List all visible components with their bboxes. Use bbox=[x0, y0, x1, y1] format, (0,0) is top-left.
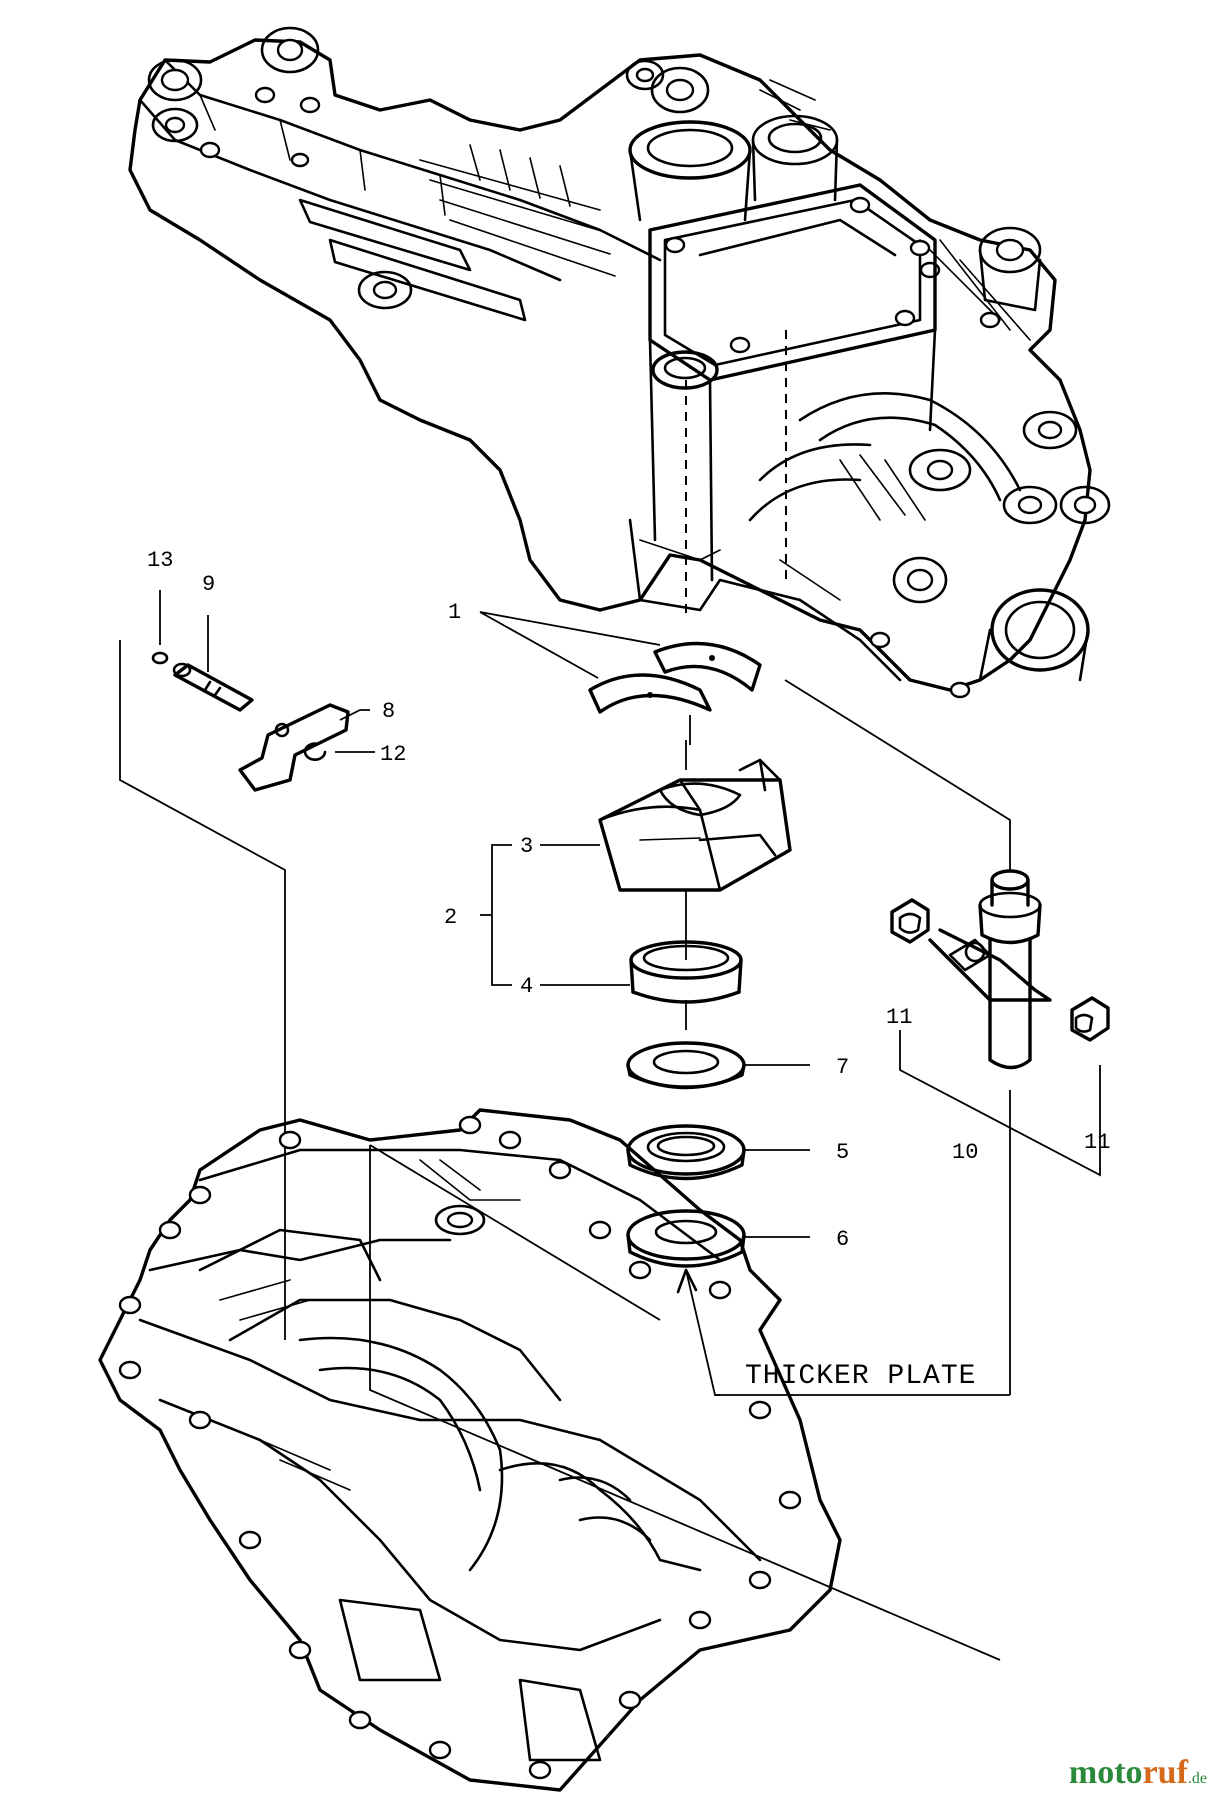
part-4-ring bbox=[629, 940, 743, 1004]
watermark-part-3: .de bbox=[1187, 1770, 1207, 1787]
lower-housing bbox=[98, 1108, 842, 1792]
label-part-11-left: 11 bbox=[886, 1005, 912, 1030]
part-1-bearing-halves bbox=[479, 611, 762, 745]
lower-assembly-lines bbox=[369, 1144, 1001, 1661]
label-part-9: 9 bbox=[202, 572, 215, 597]
part-10-control-shaft bbox=[784, 679, 1052, 1395]
upper-housing bbox=[128, 26, 1111, 699]
label-part-13: 13 bbox=[147, 548, 173, 573]
assembly-axis-lines bbox=[685, 330, 787, 1030]
label-part-6: 6 bbox=[836, 1227, 849, 1252]
leaders-8-9-13 bbox=[119, 590, 286, 1340]
watermark-part-2: ruf bbox=[1142, 1754, 1188, 1791]
part-9-pin bbox=[172, 662, 254, 712]
thicker-plate-note: THICKER PLATE bbox=[745, 1361, 976, 1392]
part-number-labels: 1 2 3 4 5 6 7 8 9 10 11 11 12 13 THICKER… bbox=[147, 548, 1110, 1392]
part-3-swash-block bbox=[598, 758, 792, 892]
label-part-2: 2 bbox=[444, 905, 457, 930]
bracket-10-11 bbox=[899, 1030, 1101, 1177]
part-5-thrust-bearing bbox=[626, 1124, 746, 1181]
part-12-e-clip bbox=[303, 742, 375, 761]
part-8-lever-plate bbox=[238, 703, 370, 792]
part-6-thick-plate bbox=[626, 1209, 746, 1268]
label-part-4: 4 bbox=[520, 974, 533, 999]
label-part-10: 10 bbox=[952, 1140, 978, 1165]
part-13-o-ring bbox=[151, 651, 169, 665]
watermark-part-1: moto bbox=[1068, 1754, 1143, 1791]
label-part-8: 8 bbox=[382, 699, 395, 724]
label-part-12: 12 bbox=[380, 742, 406, 767]
label-part-11-right: 11 bbox=[1084, 1130, 1110, 1155]
label-part-7: 7 bbox=[836, 1055, 849, 1080]
motoruf-watermark: motoruf.de bbox=[1069, 1754, 1207, 1792]
part-11-slider-right bbox=[1070, 996, 1110, 1042]
part-2-brace bbox=[480, 844, 630, 986]
label-part-5: 5 bbox=[836, 1140, 849, 1165]
label-part-1: 1 bbox=[448, 600, 461, 625]
part-11-slider-left bbox=[890, 898, 930, 944]
label-part-3: 3 bbox=[520, 834, 533, 859]
thicker-plate-pointer bbox=[676, 1268, 1010, 1396]
part-7-washer bbox=[626, 1041, 746, 1090]
